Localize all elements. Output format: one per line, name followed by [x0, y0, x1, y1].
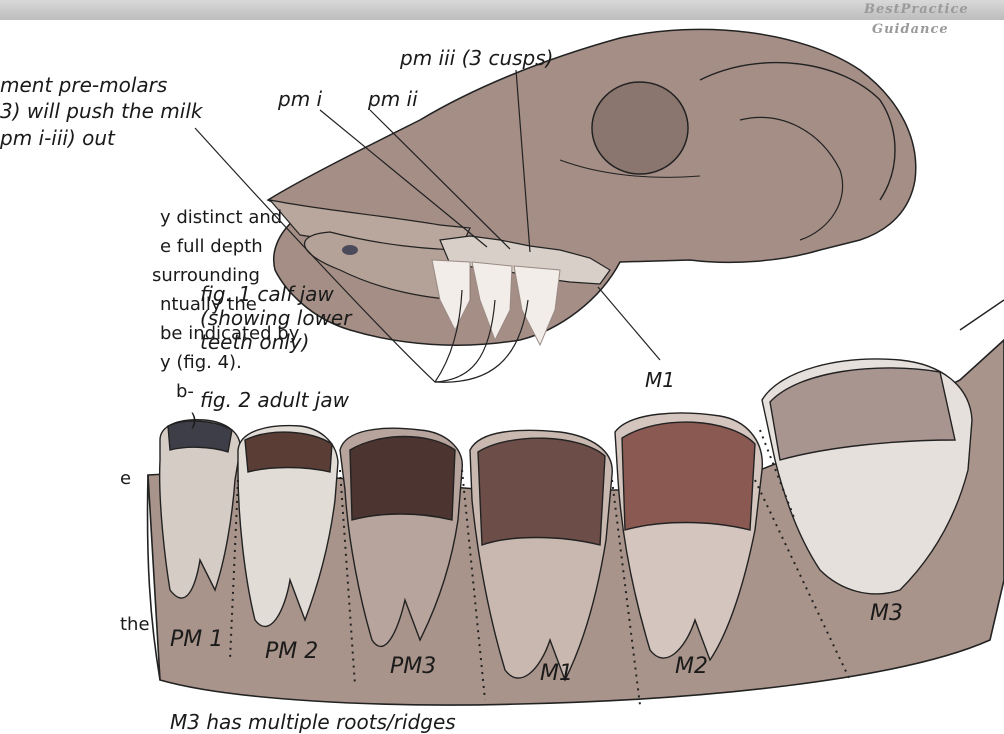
label-pm-ii: pm ii: [368, 87, 418, 111]
tooth-label-pm3: PM3: [390, 655, 436, 679]
body-text-line: e full depth: [160, 232, 263, 261]
label-m1-upper: M1: [645, 368, 675, 392]
tooth-label-pm2: PM 2: [265, 640, 318, 664]
body-text-line: the: [120, 610, 150, 639]
body-text-line: y (fig. 4).: [160, 348, 242, 377]
best-practice-logo: BestPractice Guidance: [864, 0, 994, 60]
intro-line-1: ment pre-molars: [0, 73, 167, 97]
intro-line-3: pm i-iii) out: [0, 126, 115, 150]
tooth-label-m1: M1: [540, 662, 573, 686]
intro-line-2: 3) will push the milk: [0, 99, 202, 123]
body-text-line: surrounding: [152, 261, 260, 290]
calf-skull: [268, 29, 916, 345]
tooth-label-pm1: PM 1: [170, 628, 223, 652]
body-text-line: ntually the: [160, 290, 257, 319]
tooth-label-m3: M3: [870, 602, 903, 626]
label-pm-i: pm i: [278, 87, 322, 111]
bottom-caption: M3 has multiple roots/ridges: [170, 710, 456, 734]
logo-line2: Guidance: [872, 22, 949, 37]
body-text-line: ): [190, 406, 197, 435]
body-text-line: y distinct and: [160, 203, 282, 232]
body-text-line: e: [120, 464, 131, 493]
fig2-caption: fig. 2 adult jaw: [200, 388, 349, 412]
body-text-line: b-: [176, 377, 194, 406]
body-text-line: be indicated by: [160, 319, 299, 348]
tooth-label-m2: M2: [675, 655, 708, 679]
label-pm-iii: pm iii (3 cusps): [400, 46, 553, 70]
logo-line1: BestPractice: [864, 2, 969, 17]
